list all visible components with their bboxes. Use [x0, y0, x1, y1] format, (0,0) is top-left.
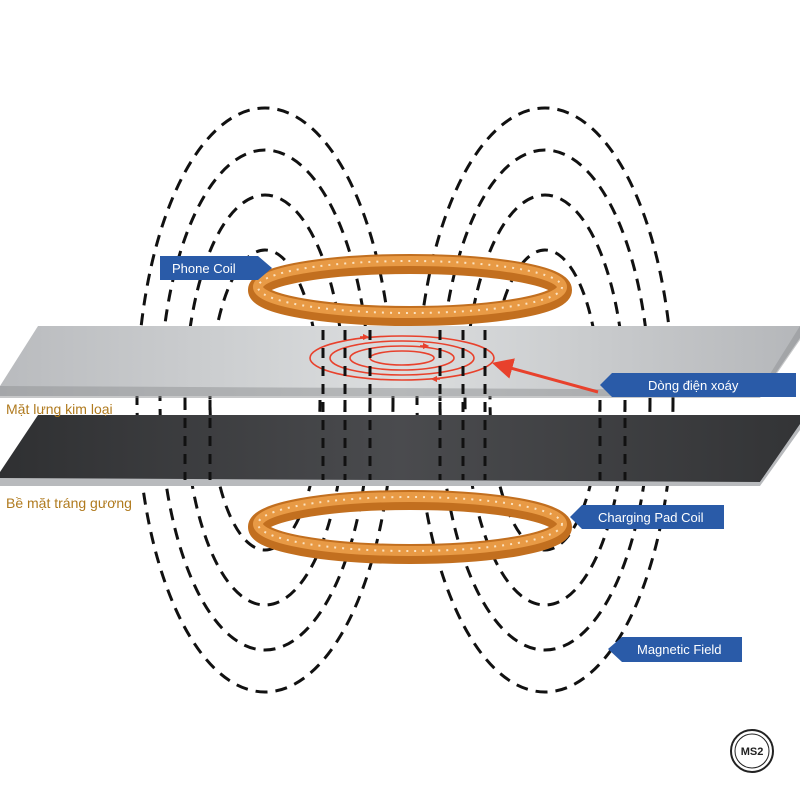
eddy-current-label: Dòng điện xoáy — [648, 378, 739, 393]
phone-coil-callout: Phone Coil — [160, 256, 272, 280]
eddy-loop-2 — [329, 340, 475, 376]
mirror-surface-plate — [0, 415, 800, 482]
charging-pad-coil — [248, 490, 572, 564]
eddy-loop-1 — [309, 335, 495, 381]
phone-coil — [248, 254, 572, 326]
eddy-current-callout: Dòng điện xoáy — [600, 373, 796, 397]
field-loop-right-3 — [438, 148, 652, 652]
mirror-surface-label: Bề mặt tráng gương — [6, 495, 132, 511]
metal-back-label: Mặt lưng kim loại — [6, 401, 113, 417]
field-lines-through-plates — [183, 330, 627, 480]
ms2-badge-icon: MS2 — [730, 729, 774, 773]
field-loop-right-4 — [415, 106, 675, 694]
metal-back-plate — [0, 326, 800, 396]
charging-pad-coil-callout: Charging Pad Coil — [570, 505, 724, 529]
field-loop-left-1 — [208, 248, 322, 552]
field-loop-left-3 — [158, 148, 372, 652]
pad-coil-windings — [257, 496, 563, 552]
field-loop-left-4 — [135, 106, 395, 694]
eddy-current-callout-box — [600, 373, 796, 397]
magnetic-field-lines — [135, 106, 675, 694]
red-arrow-icon — [491, 358, 599, 394]
logo-text: MS2 — [741, 746, 764, 758]
mirror-surface-edge — [0, 424, 800, 486]
magnetic-field-label: Magnetic Field — [637, 642, 722, 657]
charging-pad-coil-callout-box — [570, 505, 724, 529]
magnetic-field-callout: Magnetic Field — [608, 637, 742, 662]
phone-coil-callout-box — [160, 256, 272, 280]
eddy-loop-3 — [349, 345, 455, 371]
charging-pad-coil-label: Charging Pad Coil — [598, 510, 704, 525]
phone-coil-label: Phone Coil — [172, 261, 236, 276]
phone-coil-windings — [257, 260, 563, 314]
magnetic-field-callout-box — [608, 637, 742, 662]
